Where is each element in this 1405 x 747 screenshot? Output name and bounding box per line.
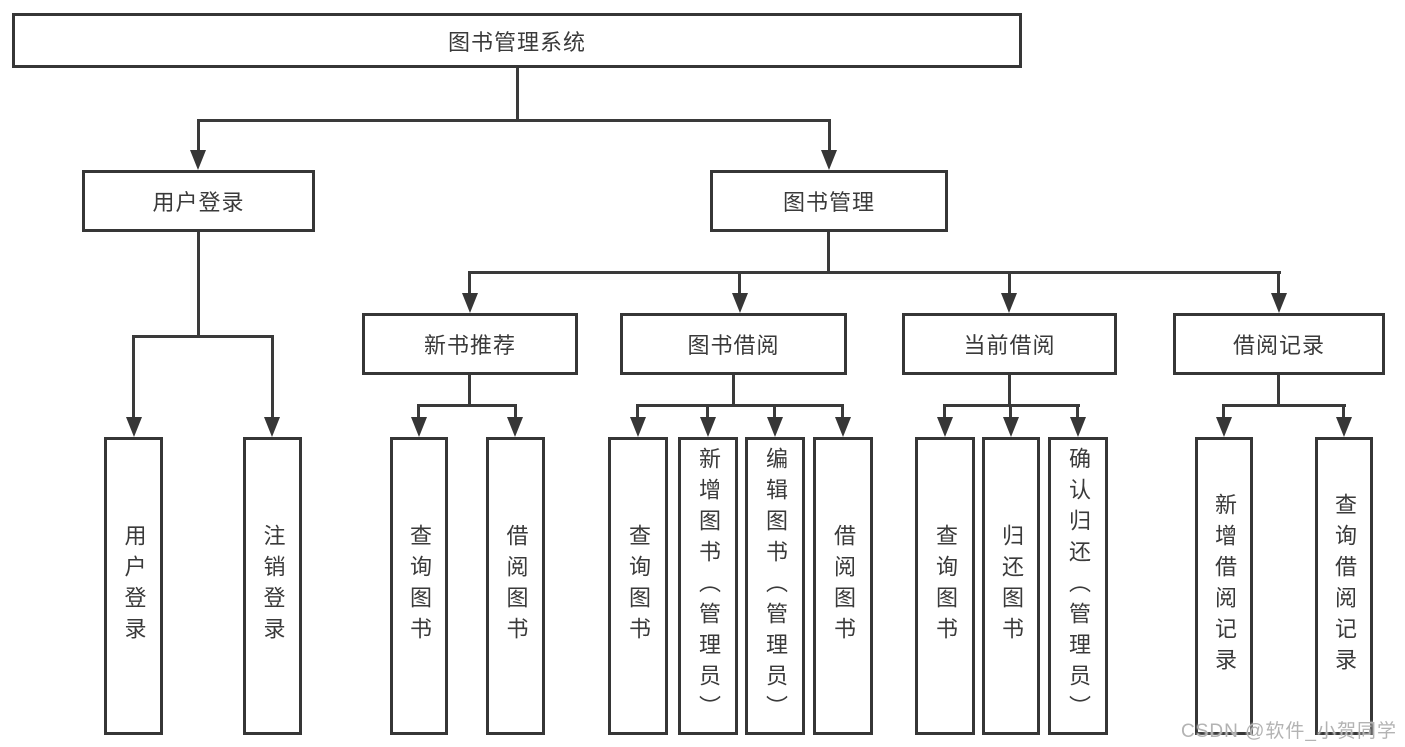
arrowhead-icon xyxy=(1003,417,1019,437)
connector-line xyxy=(1008,375,1011,406)
node-label: 图书借阅 xyxy=(687,333,780,358)
arrowhead-icon xyxy=(1070,417,1086,437)
connector-line xyxy=(1222,404,1225,419)
connector-line xyxy=(1277,271,1280,295)
connector-line xyxy=(1222,404,1346,407)
connector-line xyxy=(636,404,844,407)
arrowhead-icon xyxy=(732,293,748,313)
arrowhead-icon xyxy=(411,417,427,437)
leaf-confirm-return-admin: 确认归还（管理员） xyxy=(1048,437,1108,735)
leaf-label: 归还图书 xyxy=(999,524,1024,648)
leaf-label: 借阅图书 xyxy=(831,524,856,648)
connector-line xyxy=(132,335,274,338)
leaf-query-books: 查询图书 xyxy=(608,437,668,735)
connector-line xyxy=(773,404,776,419)
leaf-return-books: 归还图书 xyxy=(982,437,1040,735)
node-label: 新书推荐 xyxy=(423,333,516,358)
arrowhead-icon xyxy=(462,293,478,313)
leaf-label: 查询借阅记录 xyxy=(1332,493,1357,679)
connector-line xyxy=(827,232,830,273)
connector-line xyxy=(197,232,200,338)
leaf-logout: 注销登录 xyxy=(243,437,302,735)
leaf-label: 查询图书 xyxy=(933,524,958,648)
leaf-query-books: 查询图书 xyxy=(390,437,448,735)
connector-line xyxy=(417,404,517,407)
connector-line xyxy=(738,271,741,295)
leaf-edit-books-admin: 编辑图书（管理员） xyxy=(745,437,805,735)
connector-line xyxy=(468,271,1281,274)
node-label: 当前借阅 xyxy=(963,333,1056,358)
arrowhead-icon xyxy=(1216,417,1232,437)
arrowhead-icon xyxy=(264,417,280,437)
arrowhead-icon xyxy=(1336,417,1352,437)
arrowhead-icon xyxy=(126,417,142,437)
connector-line xyxy=(732,375,735,406)
connector-line xyxy=(1009,404,1012,419)
leaf-label: 注销登录 xyxy=(260,524,286,648)
leaf-label: 查询图书 xyxy=(407,524,432,648)
leaf-label: 新增借阅记录 xyxy=(1212,493,1237,679)
node-label: 用户登录 xyxy=(152,190,245,215)
node-book-management: 图书管理 xyxy=(710,170,948,232)
connector-line xyxy=(1277,375,1280,406)
node-book-borrowing: 图书借阅 xyxy=(620,313,847,375)
leaf-label: 借阅图书 xyxy=(503,524,529,648)
connector-line xyxy=(828,119,831,152)
node-label: 借阅记录 xyxy=(1232,333,1325,358)
arrowhead-icon xyxy=(767,417,783,437)
connector-line xyxy=(636,404,639,419)
arrowhead-icon xyxy=(630,417,646,437)
connector-line xyxy=(1342,404,1345,419)
connector-line xyxy=(132,335,135,419)
arrowhead-icon xyxy=(1271,293,1287,313)
node-new-book-recommendation: 新书推荐 xyxy=(362,313,578,375)
leaf-query-books: 查询图书 xyxy=(915,437,975,735)
node-label: 图书管理 xyxy=(782,190,875,215)
connector-line xyxy=(841,404,844,419)
arrowhead-icon xyxy=(700,417,716,437)
connector-line xyxy=(706,404,709,419)
connector-line xyxy=(271,335,274,419)
leaf-add-books-admin: 新增图书（管理员） xyxy=(678,437,738,735)
leaf-label: 查询图书 xyxy=(626,524,651,648)
connector-line xyxy=(516,68,519,122)
connector-line xyxy=(514,404,517,419)
connector-line xyxy=(468,271,471,295)
leaf-label: 用户登录 xyxy=(121,524,147,648)
arrowhead-icon xyxy=(190,150,206,170)
arrowhead-icon xyxy=(1001,293,1017,313)
node-current-borrowing: 当前借阅 xyxy=(902,313,1117,375)
connector-line xyxy=(943,404,946,419)
node-borrowing-records: 借阅记录 xyxy=(1173,313,1385,375)
connector-line xyxy=(197,119,200,152)
connector-line xyxy=(1008,271,1011,295)
leaf-borrow-books: 借阅图书 xyxy=(813,437,873,735)
node-user-login: 用户登录 xyxy=(82,170,315,232)
connector-line xyxy=(197,119,831,122)
arrowhead-icon xyxy=(937,417,953,437)
leaf-user-login: 用户登录 xyxy=(104,437,163,735)
leaf-add-borrow-record: 新增借阅记录 xyxy=(1195,437,1253,735)
arrowhead-icon xyxy=(821,150,837,170)
node-label: 图书管理系统 xyxy=(447,29,586,55)
connector-line xyxy=(1076,404,1079,419)
arrowhead-icon xyxy=(507,417,523,437)
leaf-label: 编辑图书（管理员） xyxy=(763,446,788,726)
csdn-watermark: CSDN @软件_小贺同学 xyxy=(1181,721,1397,742)
leaf-label: 新增图书（管理员） xyxy=(696,446,721,726)
leaf-query-borrow-record: 查询借阅记录 xyxy=(1315,437,1373,735)
node-library-management-system: 图书管理系统 xyxy=(12,13,1022,68)
leaf-borrow-books: 借阅图书 xyxy=(486,437,545,735)
connector-line xyxy=(468,375,471,406)
connector-line xyxy=(417,404,420,419)
arrowhead-icon xyxy=(835,417,851,437)
leaf-label: 确认归还（管理员） xyxy=(1066,446,1091,726)
